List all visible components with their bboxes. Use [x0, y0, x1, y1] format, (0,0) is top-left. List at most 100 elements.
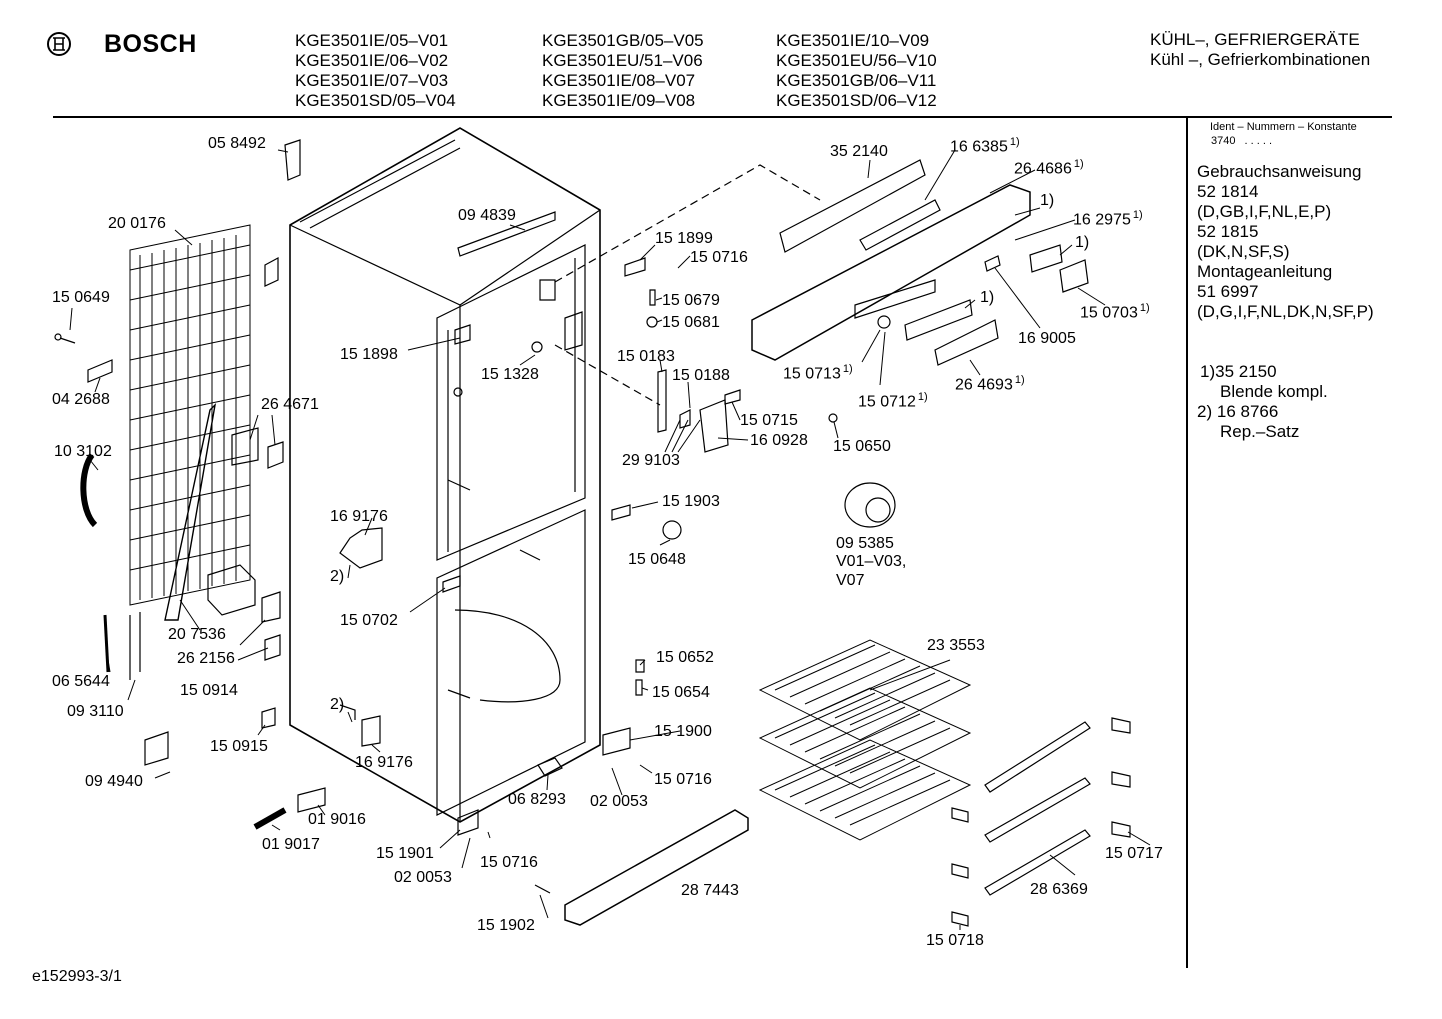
part-label: 05 8492 [208, 135, 266, 152]
model-number: KGE3501GB/05–V05 [542, 31, 704, 50]
model-number: KGE3501IE/09–V08 [542, 91, 696, 110]
part-label: 02 0053 [590, 793, 648, 810]
part-label: 06 8293 [508, 791, 566, 808]
part-label: 23 3553 [927, 637, 985, 654]
part-label: 16 0928 [750, 432, 808, 449]
part-label: 15 1328 [481, 366, 539, 383]
model-number: KGE3501EU/56–V10 [776, 51, 937, 70]
part-label: 09 4940 [85, 773, 143, 790]
note-mark: 1) [1200, 362, 1216, 381]
leader-lines [70, 150, 1150, 930]
document-line: 52 1814 [1197, 182, 1259, 201]
part-label: 15 0702 [340, 612, 398, 629]
footnote-marker: 1) [1139, 302, 1150, 314]
ident-dots: . . . . . [1244, 135, 1273, 147]
footnote-marker: 1) [1009, 136, 1020, 148]
part-label: 15 0716 [690, 249, 748, 266]
part-label: 09 5385 [836, 535, 894, 552]
footnote-marker: 1) [1073, 158, 1084, 170]
part-label: 16 9176 [355, 754, 413, 771]
part-label: 15 0715 [740, 412, 798, 429]
condenser-grid [130, 225, 250, 620]
part-label: 15 0716 [480, 854, 538, 871]
part-label: 15 1898 [340, 346, 398, 363]
document-line: 52 1815 [1197, 222, 1259, 241]
model-number: KGE3501EU/51–V06 [542, 51, 703, 70]
model-column-2: KGE3501GB/05–V05 KGE3501EU/51–V06 KGE350… [542, 31, 704, 111]
part-number: 15 0713 [783, 365, 841, 383]
part-label: 15 0679 [662, 292, 720, 309]
assembly-lines [555, 165, 820, 405]
part-label: 16 9005 [1018, 330, 1076, 347]
category-line: Kühl –, Gefrierkombinationen [1150, 50, 1371, 69]
part-label: 15 0718 [926, 932, 984, 949]
category-line: KÜHL–, GEFRIERGERÄTE [1150, 30, 1360, 49]
part-label: 15 1900 [654, 723, 712, 740]
footnote-marker: 1) [1014, 374, 1025, 386]
part-label: 20 7536 [168, 626, 226, 643]
model-column-3: KGE3501IE/10–V09 KGE3501EU/56–V10 KGE350… [776, 31, 937, 111]
model-number: KGE3501IE/08–V07 [542, 71, 696, 90]
footnote-marker: 1) [1132, 209, 1143, 221]
ident-value: 3740 . . . . . [1211, 135, 1272, 147]
fan-assembly [845, 483, 895, 527]
note-mark: 2) [1197, 402, 1213, 421]
part-label: 28 6369 [1030, 881, 1088, 898]
part-label: 15 0915 [210, 738, 268, 755]
part-label: 15 0654 [652, 684, 710, 701]
part-label: 15 0650 [833, 438, 891, 455]
part-label: 15 1901 [376, 845, 434, 862]
part-number: 16 6385 [950, 138, 1008, 156]
part-number: 15 0703 [1080, 304, 1138, 322]
ident-title: Ident – Nummern – Konstante [1210, 121, 1357, 133]
model-number: KGE3501IE/10–V09 [776, 31, 930, 50]
model-number: KGE3501SD/05–V04 [295, 91, 456, 110]
ident-number: 3740 [1211, 135, 1236, 147]
model-number: KGE3501GB/06–V11 [776, 71, 937, 90]
model-number: KGE3501SD/06–V12 [776, 91, 937, 110]
note-text: Rep.–Satz [1220, 422, 1300, 441]
note-1: 1)35 2150 Blende kompl. [1200, 362, 1328, 402]
part-label: 15 0188 [672, 367, 730, 384]
part-label: V01–V03, [836, 553, 907, 570]
document-line: (D,GB,I,F,NL,E,P) [1197, 202, 1332, 221]
footnote-marker: 1) [842, 363, 853, 375]
part-label: 29 9103 [622, 452, 680, 469]
bottom-trim [565, 810, 748, 925]
part-label: 01 9017 [262, 836, 320, 853]
part-label: 15 1902 [477, 917, 535, 934]
part-label: 1) [1040, 192, 1055, 209]
part-label: 15 0716 [654, 771, 712, 788]
control-panel [752, 160, 1088, 365]
model-number: KGE3501IE/06–V02 [295, 51, 449, 70]
part-label: 16 9176 [330, 508, 388, 525]
model-column-1: KGE3501IE/05–V01 KGE3501IE/06–V02 KGE350… [295, 31, 456, 111]
bosch-armature-icon [47, 32, 71, 56]
shelves [760, 640, 970, 840]
part-label: 10 3102 [54, 443, 112, 460]
shelf-rails [985, 722, 1090, 895]
part-label: 1) [980, 289, 995, 306]
part-label: 02 0053 [394, 869, 452, 886]
document-line: (DK,N,SF,S) [1197, 242, 1290, 261]
part-number: 26 4693 [955, 376, 1013, 394]
document-line: Montageanleitung [1197, 262, 1333, 281]
part-label: 15 0681 [662, 314, 720, 331]
part-label: 15 0717 [1105, 845, 1163, 862]
part-label: 15 1903 [662, 493, 720, 510]
part-number: 15 0712 [858, 393, 916, 411]
part-label: 15 0183 [617, 348, 675, 365]
note-2: 2) 16 8766 Rep.–Satz [1197, 402, 1299, 442]
part-label: 15 0914 [180, 682, 238, 699]
note-text: Blende kompl. [1220, 382, 1328, 401]
part-label: V07 [836, 572, 865, 589]
part-label: 15 0652 [656, 649, 714, 666]
